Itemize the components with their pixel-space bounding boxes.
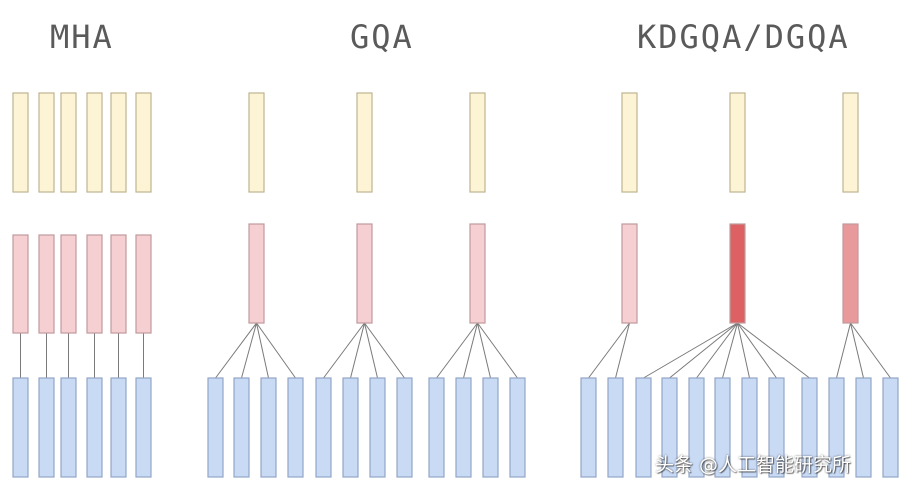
gqa-value-head bbox=[482, 377, 499, 478]
mha-query-head bbox=[86, 92, 103, 193]
kdgqa-value-head bbox=[828, 377, 845, 478]
kdgqa-connector bbox=[722, 322, 738, 379]
kdgqa-query-head bbox=[842, 92, 859, 193]
kdgqa-connector bbox=[588, 322, 630, 379]
mha-value-head bbox=[38, 377, 55, 478]
mha-query-head bbox=[60, 92, 77, 193]
gqa-query-head bbox=[248, 92, 265, 193]
kdgqa-connector bbox=[669, 322, 738, 379]
gqa-connector bbox=[256, 322, 269, 379]
kdgqa-value-head bbox=[635, 377, 652, 478]
kdgqa-connector bbox=[696, 322, 738, 379]
gqa-connector bbox=[215, 322, 257, 379]
kdgqa-connector bbox=[643, 322, 738, 379]
kdgqa-value-head bbox=[855, 377, 872, 478]
kdgqa-value-head bbox=[801, 377, 818, 478]
gqa-value-head bbox=[342, 377, 359, 478]
mha-key-head bbox=[38, 234, 55, 334]
gqa-title: GQA bbox=[350, 18, 414, 56]
kdgqa-key-head bbox=[842, 223, 859, 324]
gqa-query-head bbox=[469, 92, 486, 193]
gqa-connector bbox=[463, 322, 478, 379]
gqa-connector bbox=[364, 322, 378, 379]
kdgqa-key-head bbox=[621, 223, 638, 324]
mha-query-head bbox=[12, 92, 29, 193]
gqa-value-head bbox=[287, 377, 304, 478]
mha-key-head bbox=[135, 234, 152, 334]
kdgqa-value-head bbox=[882, 377, 899, 478]
mha-value-head bbox=[135, 377, 152, 478]
mha-key-head bbox=[12, 234, 29, 334]
kdgqa-value-head bbox=[741, 377, 758, 478]
mha-query-head bbox=[38, 92, 55, 193]
kdgqa-value-head bbox=[580, 377, 597, 478]
kdgqa-value-head bbox=[768, 377, 785, 478]
mha-value-head bbox=[110, 377, 127, 478]
mha-value-head bbox=[60, 377, 77, 478]
gqa-value-head bbox=[315, 377, 332, 478]
mha-title: MHA bbox=[50, 18, 114, 56]
gqa-connector bbox=[477, 322, 518, 379]
mha-key-head bbox=[110, 234, 127, 334]
kdgqa-connector bbox=[836, 322, 851, 379]
watermark: 头条 @人工智能研究所 bbox=[655, 454, 852, 476]
gqa-connector bbox=[256, 322, 296, 379]
gqa-key-head bbox=[356, 223, 373, 324]
gqa-key-head bbox=[469, 223, 486, 324]
mha-query-head bbox=[110, 92, 127, 193]
kdgqa-value-head bbox=[688, 377, 705, 478]
kdgqa-connector bbox=[737, 322, 810, 379]
kdgqa-connector bbox=[850, 322, 891, 379]
kdgqa-value-head bbox=[607, 377, 624, 478]
kdgqa-value-head bbox=[714, 377, 731, 478]
gqa-value-head bbox=[455, 377, 472, 478]
gqa-value-head bbox=[369, 377, 386, 478]
gqa-value-head bbox=[233, 377, 250, 478]
kdgqa-connector bbox=[850, 322, 864, 379]
gqa-key-head bbox=[248, 223, 265, 324]
kdgqa-query-head bbox=[729, 92, 746, 193]
kdgqa-connector bbox=[615, 322, 630, 379]
gqa-connector bbox=[241, 322, 257, 379]
gqa-connector bbox=[364, 322, 405, 379]
kdgqa-dgqa-title: KDGQA/DGQA bbox=[637, 18, 850, 56]
gqa-value-head bbox=[396, 377, 413, 478]
gqa-value-head bbox=[260, 377, 277, 478]
gqa-connector bbox=[436, 322, 478, 379]
kdgqa-query-head bbox=[621, 92, 638, 193]
kdgqa-value-head bbox=[661, 377, 678, 478]
kdgqa-connector bbox=[737, 322, 777, 379]
mha-value-head bbox=[86, 377, 103, 478]
mha-value-head bbox=[12, 377, 29, 478]
gqa-connector bbox=[350, 322, 365, 379]
gqa-value-head bbox=[428, 377, 445, 478]
mha-query-head bbox=[135, 92, 152, 193]
gqa-query-head bbox=[356, 92, 373, 193]
gqa-connector bbox=[477, 322, 491, 379]
mha-key-head bbox=[60, 234, 77, 334]
gqa-connector bbox=[323, 322, 365, 379]
kdgqa-connector bbox=[737, 322, 750, 379]
gqa-value-head bbox=[509, 377, 526, 478]
mha-key-head bbox=[86, 234, 103, 334]
kdgqa-key-head bbox=[729, 223, 746, 324]
gqa-value-head bbox=[207, 377, 224, 478]
